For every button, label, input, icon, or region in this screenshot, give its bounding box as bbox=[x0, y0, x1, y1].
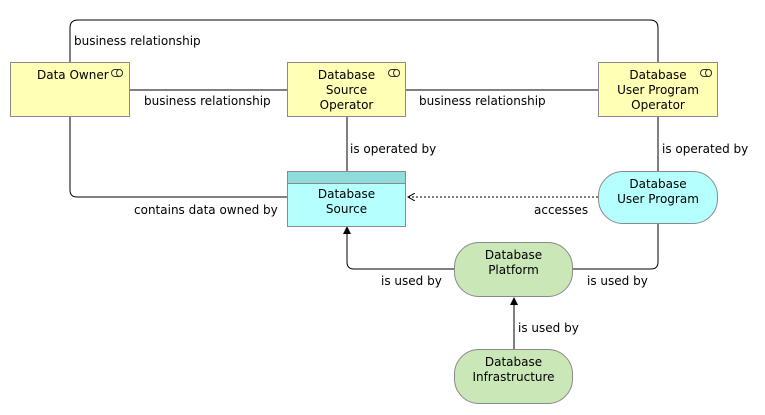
label-srcop-userop-business: business relationship bbox=[419, 94, 546, 108]
db-infrastructure-label: Database Infrastructure bbox=[472, 355, 555, 384]
role-icon bbox=[700, 69, 712, 77]
edge-platform-source-used bbox=[343, 226, 454, 270]
label-platform-used-right: is used by bbox=[587, 274, 648, 288]
db-user-program-operator-label: Database User Program Operator bbox=[617, 68, 699, 112]
db-infrastructure-node[interactable]: Database Infrastructure bbox=[454, 349, 573, 404]
db-user-program-node[interactable]: Database User Program bbox=[598, 171, 718, 224]
db-source-operator-label: Database Source Operator bbox=[317, 68, 376, 112]
db-platform-label: Database Platform bbox=[484, 248, 543, 277]
data-owner-label: Data Owner bbox=[37, 68, 109, 82]
data-owner-node[interactable]: Data Owner bbox=[10, 62, 130, 117]
label-infra-used: is used by bbox=[518, 321, 579, 335]
object-header-band bbox=[288, 172, 405, 184]
edge-platform-program-used bbox=[573, 224, 659, 270]
role-icon bbox=[111, 69, 123, 77]
label-platform-used-left: is used by bbox=[381, 274, 442, 288]
db-user-program-operator-node[interactable]: Database User Program Operator bbox=[598, 62, 718, 117]
label-owner-srcop-business: business relationship bbox=[144, 94, 271, 108]
edge-owner-source-contains bbox=[69, 117, 287, 198]
db-source-node[interactable]: Database Source bbox=[287, 171, 406, 227]
label-srcop-operated: is operated by bbox=[350, 142, 437, 156]
db-source-label: Database Source bbox=[317, 187, 376, 216]
db-source-operator-node[interactable]: Database Source Operator bbox=[287, 62, 406, 117]
label-accesses: accesses bbox=[534, 203, 589, 217]
role-icon bbox=[388, 69, 400, 77]
label-top-business: business relationship bbox=[74, 34, 201, 48]
label-contains-data: contains data owned by bbox=[134, 203, 278, 217]
edge-owner-userop-business bbox=[69, 19, 659, 62]
label-userop-operated: is operated by bbox=[662, 142, 749, 156]
db-user-program-label: Database User Program bbox=[617, 177, 699, 206]
db-platform-node[interactable]: Database Platform bbox=[454, 242, 573, 297]
